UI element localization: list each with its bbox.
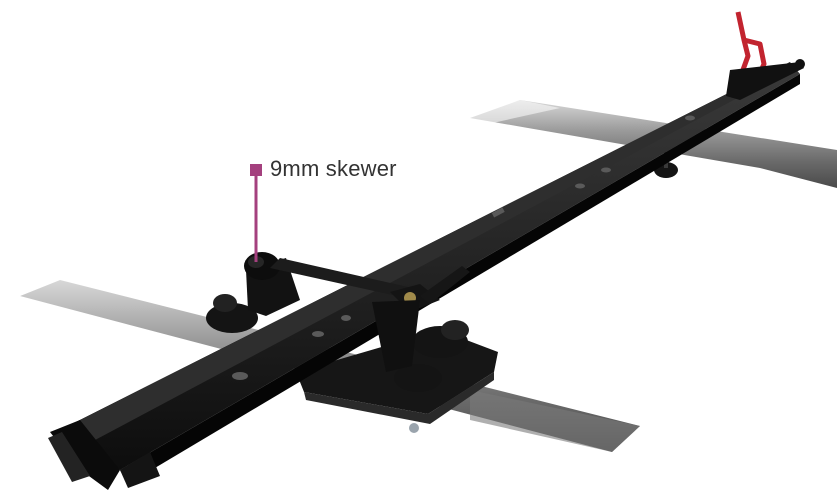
callout-indicator	[250, 164, 262, 262]
callout-marker	[250, 164, 262, 176]
bike-tray-rail	[48, 62, 800, 490]
rear-cradle	[726, 59, 805, 100]
skewer-clamp	[244, 252, 470, 372]
clamp-knobs	[206, 152, 678, 392]
skewer-callout-label: 9mm skewer	[270, 156, 397, 181]
